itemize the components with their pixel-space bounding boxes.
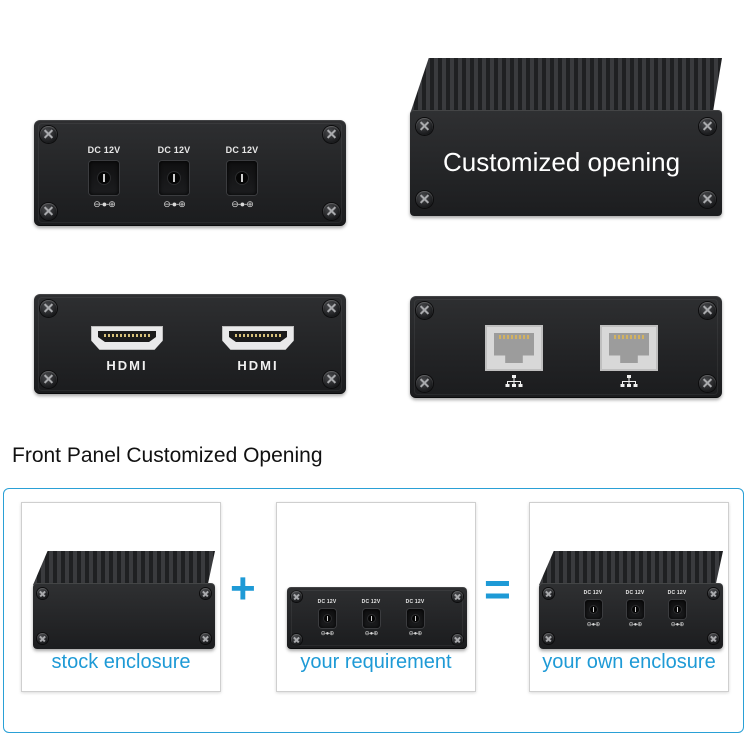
dc-jack: DC 12V ⊖-●-⊕ xyxy=(623,590,647,628)
network-icon xyxy=(485,375,543,391)
hdmi-port-icon xyxy=(222,326,294,350)
dc-jack: DC 12V ⊖-●-⊕ xyxy=(222,145,262,210)
dc-jack-label: DC 12V xyxy=(667,590,687,596)
screw-icon xyxy=(200,633,211,644)
card-caption: your requirement xyxy=(300,651,452,673)
hdmi-port: HDMI xyxy=(222,326,294,373)
screw-icon xyxy=(323,126,340,143)
dc-socket-icon xyxy=(159,161,189,195)
stock-enclosure-card: stock enclosure xyxy=(21,502,221,692)
screw-icon xyxy=(323,203,340,220)
dc-socket-icon xyxy=(668,600,686,619)
polarity-icon: ⊖-●-⊕ xyxy=(408,631,423,637)
requirement-card: DC 12V ⊖-●-⊕ DC 12V ⊖-●-⊕ DC 12V ⊖-●-⊕ y… xyxy=(276,502,476,692)
screw-icon xyxy=(699,118,716,135)
screw-icon xyxy=(699,302,716,319)
equals-sign: = xyxy=(484,563,511,615)
dc-jack: DC 12V ⊖-●-⊕ xyxy=(154,145,194,210)
dc-socket-icon xyxy=(89,161,119,195)
polarity-icon: ⊖-●-⊕ xyxy=(163,199,186,209)
dc-socket-icon xyxy=(626,600,644,619)
screw-icon xyxy=(200,588,211,599)
hdmi-port: HDMI xyxy=(91,326,163,373)
dc-jack-label: DC 12V xyxy=(317,599,337,605)
enclosure-image xyxy=(33,551,215,649)
screw-icon xyxy=(323,300,340,317)
rj45-port xyxy=(485,325,543,391)
screw-icon xyxy=(40,126,57,143)
polarity-icon: ⊖-●-⊕ xyxy=(93,199,116,209)
own-enclosure-card: DC 12V ⊖-●-⊕ DC 12V ⊖-●-⊕ DC 12V ⊖-●-⊕ y… xyxy=(529,502,729,692)
card-caption: stock enclosure xyxy=(51,651,191,673)
screw-icon xyxy=(291,591,302,602)
comparison-frame xyxy=(3,488,744,733)
card-caption: your own enclosure xyxy=(542,651,716,673)
hdmi-label: HDMI xyxy=(237,358,279,373)
ethernet-port-icon xyxy=(485,325,543,371)
screw-icon xyxy=(40,203,57,220)
screw-icon xyxy=(452,634,463,645)
screw-icon xyxy=(708,633,719,644)
screw-icon xyxy=(40,371,57,388)
screw-icon xyxy=(543,633,554,644)
dc-jack: DC 12V ⊖-●-⊕ xyxy=(581,590,605,628)
screw-icon xyxy=(291,634,302,645)
dc-socket-icon xyxy=(584,600,602,619)
section-title: Front Panel Customized Opening xyxy=(12,444,323,467)
dc-socket-icon xyxy=(406,609,424,628)
dc-jack-label: DC 12V xyxy=(405,599,425,605)
dc-socket-icon xyxy=(318,609,336,628)
dc-jack-label: DC 12V xyxy=(625,590,645,596)
network-icon xyxy=(600,375,658,391)
screw-icon xyxy=(543,588,554,599)
screw-icon xyxy=(699,191,716,208)
hdmi-label: HDMI xyxy=(106,358,148,373)
enclosure-image: Customized opening xyxy=(410,58,722,216)
dc-jack-label: DC 12V xyxy=(361,599,381,605)
dc-jack-label: DC 12V xyxy=(87,145,121,155)
dc-socket-icon xyxy=(362,609,380,628)
dc-jack: DC 12V ⊖-●-⊕ xyxy=(84,145,124,210)
dc-jack-label: DC 12V xyxy=(157,145,191,155)
plus-sign: + xyxy=(230,564,256,613)
polarity-icon: ⊖-●-⊕ xyxy=(231,199,254,209)
screw-icon xyxy=(323,371,340,388)
screw-icon xyxy=(37,588,48,599)
screw-icon xyxy=(452,591,463,602)
screw-icon xyxy=(37,633,48,644)
requirement-panel: DC 12V ⊖-●-⊕ DC 12V ⊖-●-⊕ DC 12V ⊖-●-⊕ xyxy=(287,587,467,649)
screw-icon xyxy=(416,302,433,319)
polarity-icon: ⊖-●-⊕ xyxy=(670,622,685,628)
polarity-icon: ⊖-●-⊕ xyxy=(586,622,601,628)
polarity-icon: ⊖-●-⊕ xyxy=(364,631,379,637)
dc-jack-label: DC 12V xyxy=(225,145,259,155)
screw-icon xyxy=(699,375,716,392)
dc-jack: DC 12V ⊖-●-⊕ xyxy=(403,599,427,637)
customized-opening-text: Customized opening xyxy=(443,147,681,177)
dc-jack: DC 12V ⊖-●-⊕ xyxy=(359,599,383,637)
hdmi-panel: HDMI HDMI xyxy=(34,294,346,394)
screw-icon xyxy=(40,300,57,317)
dc-jack-label: DC 12V xyxy=(583,590,603,596)
rj45-port xyxy=(600,325,658,391)
screw-icon xyxy=(708,588,719,599)
hdmi-port-icon xyxy=(91,326,163,350)
dc-panel: DC 12V ⊖-●-⊕ DC 12V ⊖-●-⊕ DC 12V ⊖-●-⊕ xyxy=(34,120,346,226)
network-panel xyxy=(410,296,722,398)
ethernet-port-icon xyxy=(600,325,658,371)
dc-jack: DC 12V ⊖-●-⊕ xyxy=(315,599,339,637)
polarity-icon: ⊖-●-⊕ xyxy=(628,622,643,628)
screw-icon xyxy=(416,118,433,135)
enclosure-image: DC 12V ⊖-●-⊕ DC 12V ⊖-●-⊕ DC 12V ⊖-●-⊕ xyxy=(539,551,723,649)
polarity-icon: ⊖-●-⊕ xyxy=(320,631,335,637)
dc-socket-icon xyxy=(227,161,257,195)
screw-icon xyxy=(416,375,433,392)
dc-jack: DC 12V ⊖-●-⊕ xyxy=(665,590,689,628)
screw-icon xyxy=(416,191,433,208)
